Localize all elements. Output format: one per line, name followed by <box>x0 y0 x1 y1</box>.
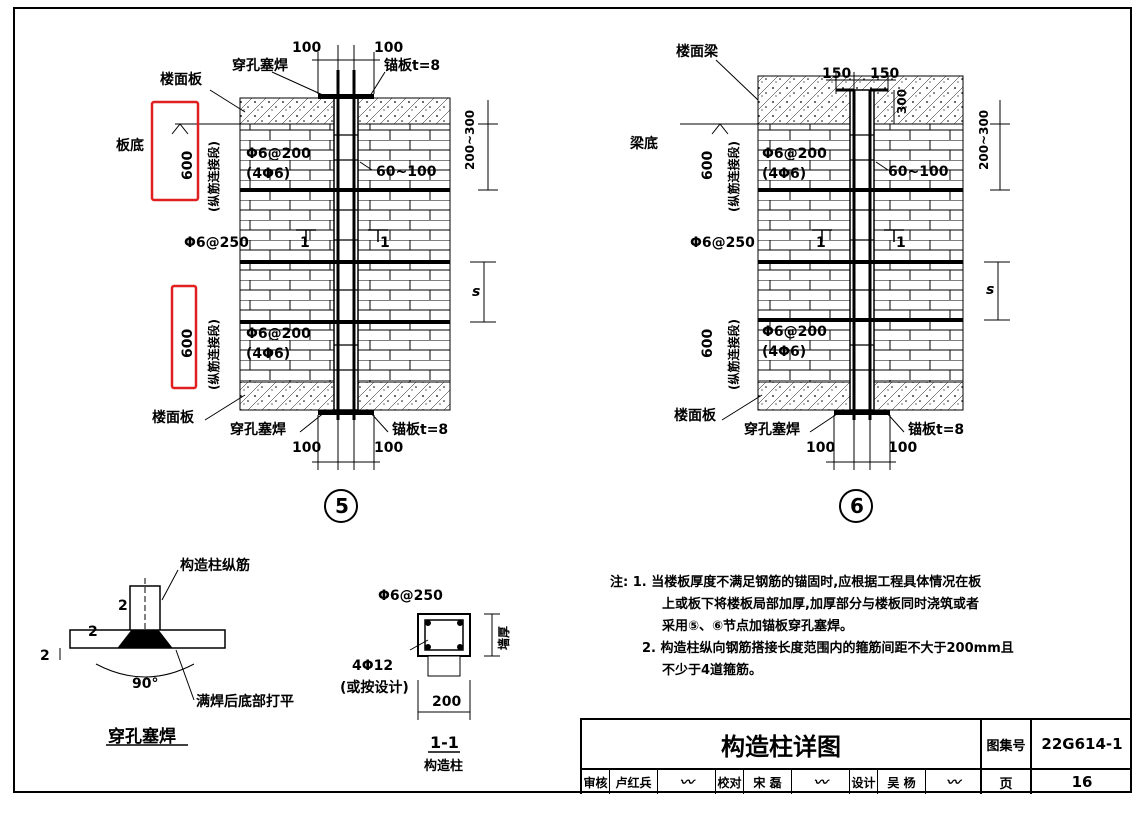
d6-bottom-dim-right: 100 <box>888 440 917 456</box>
review-label: 审核 <box>582 770 610 794</box>
weld-angle: 90° <box>132 676 158 692</box>
d5-stirrup-dense-1b: (4Φ6) <box>246 166 290 182</box>
weld-column-bar: 构造柱纵筋 <box>180 557 250 574</box>
section-wall-thk: 墙厚 <box>496 626 511 650</box>
d5-circle-label: 5 <box>335 494 349 518</box>
d6-beam-bottom-label: 梁底 <box>629 135 658 152</box>
d5-right-dim-top: 200~300 <box>463 110 477 170</box>
note-2-line-2: 不少于4道箍筋。 <box>662 663 763 678</box>
d6-section-mark-left: 1 <box>816 235 826 251</box>
d5-anchor-top: 锚板t=8 <box>384 57 440 74</box>
d5-right-dim-s: s <box>472 284 480 300</box>
design-label: 设计 <box>850 770 878 794</box>
d6-top-dim-right: 150 <box>870 66 899 82</box>
d5-lap2-desc: (纵筋连接段) <box>206 319 221 390</box>
reviewer-name: 卢红兵 <box>610 770 658 794</box>
d6-circle-label: 6 <box>850 494 864 518</box>
note-2-line-1: 构造柱纵向钢筋搭接长度范围内的箍筋间距不大于200mm且 <box>660 641 1014 656</box>
d5-stirrup-normal: Φ6@250 <box>184 235 249 251</box>
weld-note: 满焊后底部打平 <box>196 693 294 710</box>
d6-top-dim-300: 300 <box>895 89 909 114</box>
atlas-number: 22G614-1 <box>1032 720 1132 770</box>
weld-detail <box>59 569 226 746</box>
page-number: 16 <box>1071 773 1093 791</box>
d6-stirrup-dense-1: Φ6@200 <box>762 146 827 162</box>
check-label: 校对 <box>716 770 744 794</box>
d5-offset-dim: 60~100 <box>376 164 437 180</box>
highlight-lap-2 <box>170 284 198 390</box>
d6-stirrup-dense-2b: (4Φ6) <box>762 344 806 360</box>
section-stirrup: Φ6@250 <box>378 588 443 604</box>
d6-lap1-length: 600 <box>700 151 716 180</box>
d5-bottom-dim-right: 100 <box>374 440 403 456</box>
title-block: 构造柱详图 图集号 22G614-1 审核 卢红兵 〰 校对 宋 磊 〰 设计 … <box>580 718 1132 794</box>
d5-section-mark-right: 1 <box>380 235 390 251</box>
checker-name: 宋 磊 <box>744 770 792 794</box>
notes-prefix: 注: <box>610 575 629 590</box>
designer-name: 吴 杨 <box>878 770 926 794</box>
weld-dim-2c: 2 <box>40 648 50 664</box>
drawing-title: 构造柱详图 <box>582 720 982 770</box>
sheet-frame <box>13 7 1132 793</box>
d6-stirrup-normal: Φ6@250 <box>690 235 755 251</box>
detail-6 <box>680 59 1010 523</box>
d5-anchor-bottom: 锚板t=8 <box>392 421 448 438</box>
d6-lap2-desc: (纵筋连接段) <box>726 319 741 390</box>
d6-right-dim-top: 200~300 <box>977 110 991 170</box>
d6-slab-bottom: 楼面板 <box>674 407 717 424</box>
d5-section-mark-left: 1 <box>300 235 310 251</box>
d5-slab-bottom-label: 板底 <box>116 137 144 154</box>
d5-top-dim-right: 100 <box>374 40 403 56</box>
d5-stirrup-dense-2b: (4Φ6) <box>246 346 290 362</box>
atlas-label: 图集号 <box>982 720 1032 770</box>
d5-slab-bottom: 楼面板 <box>152 409 195 426</box>
note-2-num: 2. <box>642 641 656 656</box>
highlight-lap-1 <box>150 100 200 202</box>
section-1-1 <box>409 613 500 753</box>
note-1-num: 1. <box>632 575 647 590</box>
notes: 注: 1. 当楼板厚度不满足钢筋的锚固时,应根据工程具体情况在板 上或板下将楼板… <box>610 572 1090 682</box>
designer-signature: 〰 <box>926 770 982 794</box>
detail-5 <box>150 45 498 523</box>
checker-signature: 〰 <box>792 770 850 794</box>
note-1-line-1: 当楼板厚度不满足钢筋的锚固时,应根据工程具体情况在板 <box>651 575 982 590</box>
d6-right-dim-s: s <box>986 282 994 298</box>
d6-beam-top: 楼面梁 <box>676 43 719 60</box>
weld-dim-2a: 2 <box>118 598 128 614</box>
d6-stirrup-dense-1b: (4Φ6) <box>762 166 806 182</box>
weld-dim-2b: 2 <box>88 624 98 640</box>
d5-weld-bottom: 穿孔塞焊 <box>230 421 286 438</box>
section-title: 1-1 <box>430 733 459 752</box>
section-width: 200 <box>432 694 461 710</box>
d6-top-dim-left: 150 <box>822 66 851 82</box>
d6-weld-bottom: 穿孔塞焊 <box>744 421 800 438</box>
d6-stirrup-dense-2: Φ6@200 <box>762 324 827 340</box>
d5-top-dim-left: 100 <box>292 40 321 56</box>
section-bars-note: (或按设计) <box>340 679 409 696</box>
d6-section-mark-right: 1 <box>896 235 906 251</box>
d5-slab-top: 楼面板 <box>160 71 203 88</box>
section-bars: 4Φ12 <box>352 658 393 674</box>
d5-stirrup-dense-2: Φ6@200 <box>246 326 311 342</box>
section-subtitle: 构造柱 <box>424 758 463 774</box>
d5-lap1-length: 600 <box>180 151 196 180</box>
d5-lap2-length: 600 <box>180 329 196 358</box>
note-1-line-2: 上或板下将楼板局部加厚,加厚部分与楼板同时浇筑或者 <box>662 597 979 612</box>
d6-lap2-length: 600 <box>700 329 716 358</box>
weld-title: 穿孔塞焊 <box>108 726 176 747</box>
note-1-line-3: 采用⑤、⑥节点加锚板穿孔塞焊。 <box>662 619 854 634</box>
d6-offset-dim: 60~100 <box>888 164 949 180</box>
d6-lap1-desc: (纵筋连接段) <box>726 141 741 212</box>
d5-lap1-desc: (纵筋连接段) <box>206 141 221 212</box>
reviewer-signature: 〰 <box>658 770 716 794</box>
d6-bottom-dim-left: 100 <box>806 440 835 456</box>
d5-weld-top: 穿孔塞焊 <box>232 57 288 74</box>
d5-stirrup-dense-1: Φ6@200 <box>246 146 311 162</box>
d5-bottom-dim-left: 100 <box>292 440 321 456</box>
page-label: 页 <box>982 770 1032 794</box>
d6-anchor-bottom: 锚板t=8 <box>908 421 964 438</box>
